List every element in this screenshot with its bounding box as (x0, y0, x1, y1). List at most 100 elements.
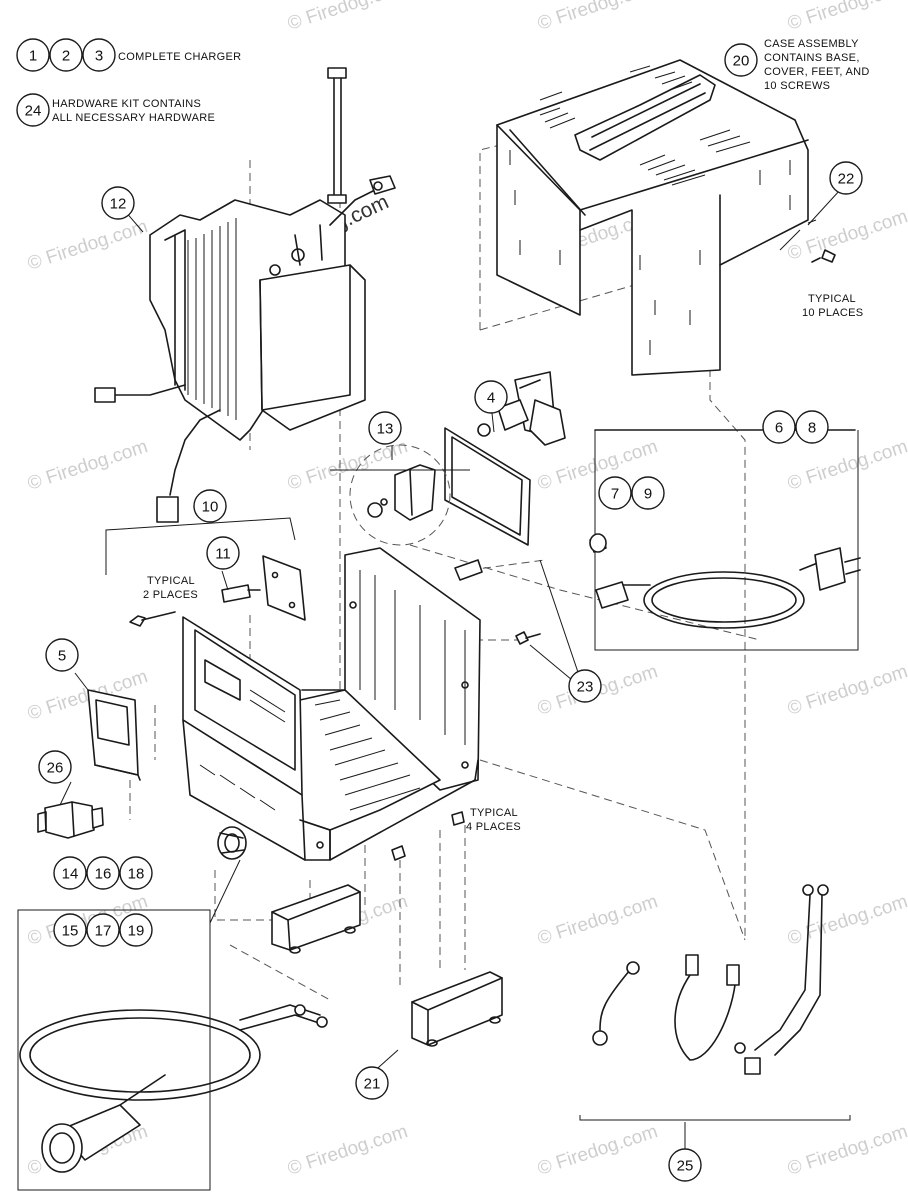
svg-text:17: 17 (95, 923, 112, 940)
svg-text:7: 7 (611, 486, 619, 503)
long-bolt (327, 67, 347, 204)
note-case-assembly: CONTAINS BASE, (764, 52, 860, 64)
part-balloon: 15 (53, 913, 87, 947)
svg-text:24: 24 (25, 103, 42, 120)
part-balloon: 17 (86, 913, 120, 947)
part-balloon: 5 (45, 638, 79, 672)
svg-text:© Firedog.com: © Firedog.com (785, 0, 908, 35)
watermark: © Firedog.com (535, 891, 660, 950)
svg-text:© Firedog.com: © Firedog.com (535, 891, 660, 950)
assembly-lines (129, 89, 761, 1001)
svg-text:22: 22 (838, 171, 855, 188)
base-chassis (182, 547, 481, 861)
svg-text:12: 12 (110, 196, 127, 213)
svg-text:19: 19 (128, 923, 145, 940)
watermark: © Firedog.com (785, 891, 908, 950)
svg-text:5: 5 (58, 648, 66, 665)
note-hardware-kit: HARDWARE KIT CONTAINS (52, 98, 201, 110)
note-hardware-kit: ALL NECESSARY HARDWARE (52, 112, 215, 124)
watermark: © Firedog.com (785, 1121, 908, 1180)
note-typical-10: 10 PLACES (802, 307, 863, 319)
svg-text:26: 26 (47, 760, 64, 777)
part-balloon: 7 (598, 476, 632, 510)
svg-text:© Firedog.com: © Firedog.com (785, 436, 908, 495)
note-typical-4: TYPICAL (470, 807, 518, 819)
note-case-assembly: COVER, FEET, AND (764, 66, 870, 78)
part-balloon: 2 (49, 38, 83, 72)
svg-text:© Firedog.com: © Firedog.com (535, 0, 660, 35)
part-balloon: 1 (16, 38, 50, 72)
part-balloon: 16 (86, 856, 120, 890)
note-typical-2: 2 PLACES (143, 589, 198, 601)
part-balloon: 23 (568, 669, 602, 703)
part-balloon: 13 (368, 411, 402, 445)
note-typical-4: 4 PLACES (466, 821, 521, 833)
meter-part (87, 689, 141, 781)
watermark: © Firedog.com (25, 436, 150, 495)
part-balloons: 1 2 3 24 20 22 12 4 13 6 8 7 9 10 11 5 2… (16, 38, 863, 1182)
part-balloon: 4 (474, 380, 508, 414)
notes: COMPLETE CHARGER HARDWARE KIT CONTAINS A… (52, 38, 870, 833)
svg-text:16: 16 (95, 866, 112, 883)
callout-lines (59, 189, 841, 1150)
wire-harnesses (579, 884, 851, 1121)
watermark: © Firedog.com (785, 436, 908, 495)
part-balloon: 19 (119, 913, 153, 947)
note-case-assembly: 10 SCREWS (764, 80, 830, 92)
part-balloon: 18 (119, 856, 153, 890)
svg-text:2: 2 (62, 48, 70, 65)
svg-text:21: 21 (364, 1076, 381, 1093)
watermark: © Firedog.com (285, 1121, 410, 1180)
watermark: © Firedog.com (285, 0, 410, 35)
svg-text:10: 10 (202, 499, 219, 516)
watermark: © Firedog.com (535, 1121, 660, 1180)
relay-bracket-part (477, 371, 566, 446)
timer-knob-part (349, 444, 451, 546)
part-balloon: 3 (82, 38, 116, 72)
svg-text:© Firedog.com: © Firedog.com (535, 1121, 660, 1180)
svg-text:9: 9 (644, 486, 652, 503)
svg-text:15: 15 (62, 923, 79, 940)
part-balloon: 21 (355, 1066, 389, 1100)
svg-text:23: 23 (577, 679, 594, 696)
part-balloon: 22 (829, 161, 863, 195)
svg-text:8: 8 (808, 420, 816, 437)
part-balloon: 8 (795, 410, 829, 444)
svg-text:© Firedog.com: © Firedog.com (785, 1121, 908, 1180)
part-balloon: 9 (631, 476, 665, 510)
dc-output-cord (17, 909, 328, 1191)
part-balloon: 12 (101, 186, 135, 220)
svg-text:© Firedog.com: © Firedog.com (25, 216, 150, 275)
gasket-plate (444, 427, 531, 546)
transformer (94, 175, 396, 523)
svg-text:1: 1 (29, 48, 37, 65)
svg-text:© Firedog.com: © Firedog.com (285, 1121, 410, 1180)
part-balloon: 26 (38, 750, 72, 784)
svg-text:4: 4 (487, 390, 495, 407)
part-balloon: 20 (724, 43, 758, 77)
part-balloon: 24 (16, 93, 50, 127)
svg-text:25: 25 (677, 1158, 694, 1175)
svg-text:© Firedog.com: © Firedog.com (285, 0, 410, 35)
svg-text:© Firedog.com: © Firedog.com (785, 661, 908, 720)
svg-text:14: 14 (62, 866, 79, 883)
svg-text:11: 11 (215, 546, 231, 563)
watermark: © Firedog.com (785, 661, 908, 720)
note-complete-charger: COMPLETE CHARGER (118, 51, 241, 63)
part-balloon: 25 (668, 1148, 702, 1182)
svg-text:3: 3 (95, 48, 103, 65)
svg-text:© Firedog.com: © Firedog.com (285, 436, 410, 495)
svg-text:© Firedog.com: © Firedog.com (25, 436, 150, 495)
circuit-breaker-part (37, 801, 104, 839)
note-typical-2: TYPICAL (147, 575, 195, 587)
svg-text:© Firedog.com: © Firedog.com (785, 891, 908, 950)
watermark: © Firedog.com (25, 216, 150, 275)
part-balloon: 6 (762, 410, 796, 444)
part-balloon: 14 (53, 856, 87, 890)
svg-text:6: 6 (775, 420, 783, 437)
svg-text:20: 20 (733, 53, 750, 70)
watermark: © Firedog.com (285, 436, 410, 495)
terminal-plate (129, 555, 306, 627)
strain-relief-part (217, 826, 247, 860)
